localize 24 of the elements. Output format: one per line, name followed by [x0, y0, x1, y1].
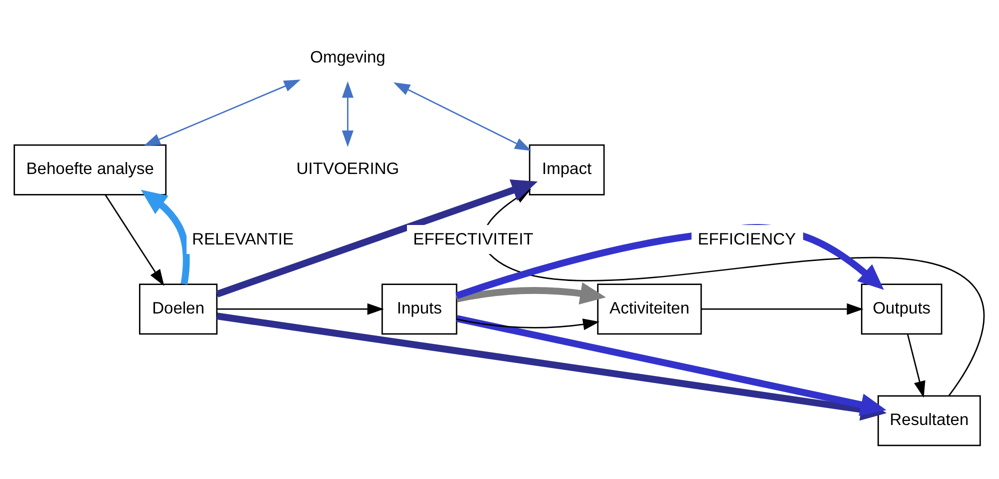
- node-box: Resultaten: [878, 395, 981, 446]
- node-box: Behoefte analyse: [14, 144, 167, 196]
- arrow: [906, 334, 926, 398]
- arrow: [342, 81, 354, 148]
- node-box: Outputs: [860, 284, 942, 335]
- node-box: Impact: [528, 144, 605, 196]
- node-text: Omgeving: [310, 48, 386, 67]
- arrow: [104, 194, 164, 286]
- arrow: [144, 80, 301, 146]
- arrow: [456, 318, 600, 330]
- edge-label: EFFECTIVITEIT: [413, 229, 534, 248]
- node-box: Activiteiten: [597, 284, 702, 335]
- arrow: [216, 303, 384, 315]
- node-text: UITVOERING: [296, 159, 400, 178]
- arrow: [140, 190, 190, 285]
- arrow: [456, 282, 606, 305]
- node-box: Doelen: [139, 284, 218, 335]
- node-box: Inputs: [382, 284, 458, 335]
- arrow: [393, 82, 532, 151]
- edge-label: RELEVANTIE: [192, 229, 294, 248]
- arrow: [701, 303, 864, 315]
- edge-label: EFFICIENCY: [698, 229, 796, 248]
- arrow: [456, 315, 886, 416]
- arrow: [216, 179, 538, 298]
